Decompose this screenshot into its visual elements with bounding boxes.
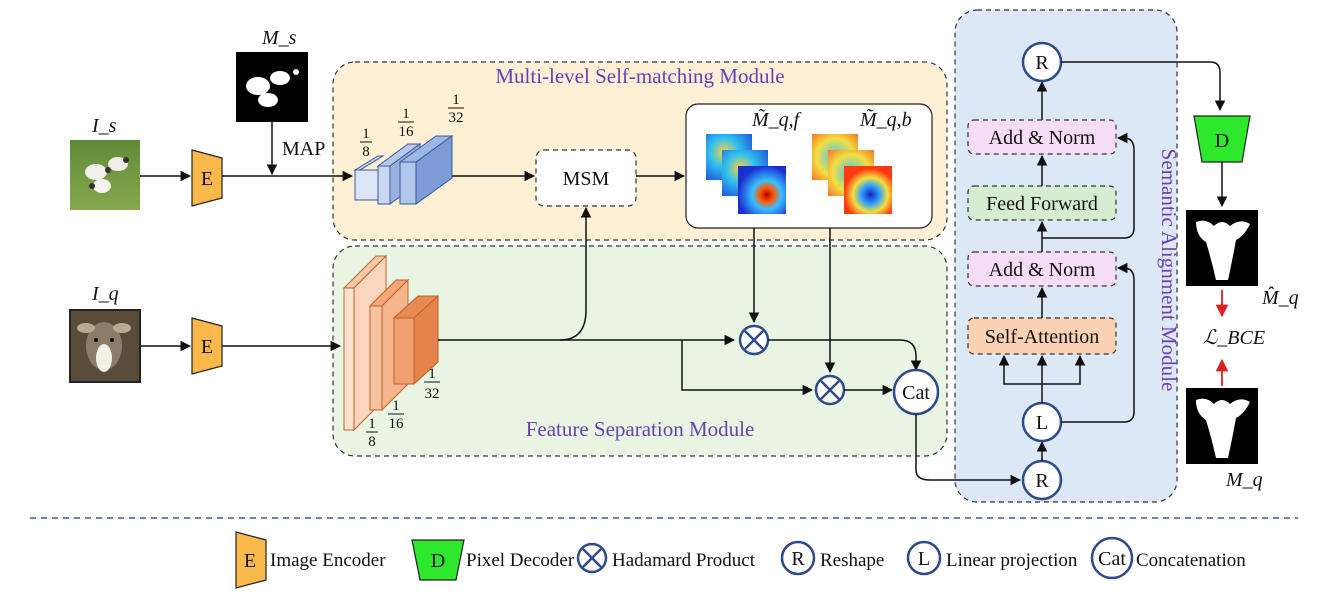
linear-node: L xyxy=(1021,401,1063,443)
support-encoder: E xyxy=(191,149,223,207)
svg-text:R: R xyxy=(791,548,805,570)
hadamard-bg xyxy=(814,374,846,406)
map-label: MAP xyxy=(282,138,325,160)
svg-text:D: D xyxy=(1215,130,1229,152)
svg-text:Add & Norm: Add & Norm xyxy=(989,259,1096,281)
svg-text:Feed Forward: Feed Forward xyxy=(986,193,1098,215)
support-image-label: I_s xyxy=(91,115,117,137)
svg-text:1: 1 xyxy=(368,416,376,432)
svg-text:Cat: Cat xyxy=(1098,548,1126,570)
svg-text:D: D xyxy=(431,550,445,572)
add-norm-top-block: Add & Norm xyxy=(967,119,1117,155)
legend-encoder-label: Image Encoder xyxy=(270,550,386,571)
background-map-label: M̃_q,b xyxy=(859,108,912,131)
legend-concat-label: Concatenation xyxy=(1136,550,1246,571)
svg-text:L: L xyxy=(918,548,930,570)
hadamard-fg xyxy=(738,324,770,356)
legend-reshape-icon: R xyxy=(780,540,816,576)
svg-text:1: 1 xyxy=(392,398,400,414)
svg-text:E: E xyxy=(201,336,213,358)
svg-text:E: E xyxy=(244,550,256,572)
svg-text:Self-Attention: Self-Attention xyxy=(985,326,1099,348)
reshape-node-bottom: R xyxy=(1021,459,1063,501)
foreground-heatmap-stack xyxy=(706,134,786,214)
support-mask-label: M_s xyxy=(261,27,297,49)
svg-text:1: 1 xyxy=(362,126,370,142)
self-attention-block: Self-Attention xyxy=(967,317,1117,355)
svg-text:32: 32 xyxy=(425,386,440,402)
legend-concat-icon: Cat xyxy=(1090,536,1134,580)
ground-truth-mask xyxy=(1186,388,1258,464)
background-heatmap-stack xyxy=(812,134,892,214)
fsm-module-title: Feature Separation Module xyxy=(526,417,755,441)
svg-text:16: 16 xyxy=(399,124,415,140)
legend-reshape-label: Reshape xyxy=(820,550,884,571)
fsm-module-box xyxy=(332,245,948,457)
query-scale-labels: 1 8 1 16 1 32 xyxy=(366,366,440,450)
concat-node: Cat xyxy=(892,368,940,416)
support-mask xyxy=(236,52,308,122)
pixel-decoder: D xyxy=(1193,115,1251,163)
svg-text:16: 16 xyxy=(389,416,405,432)
legend-decoder-label: Pixel Decoder xyxy=(466,550,575,571)
svg-text:E: E xyxy=(201,168,213,190)
svg-text:1: 1 xyxy=(452,92,460,108)
legend-encoder-icon: E xyxy=(235,531,267,589)
foreground-map-label: M̃_q,f xyxy=(751,108,802,131)
svg-text:R: R xyxy=(1035,52,1049,74)
query-feature-pyramid xyxy=(342,254,440,432)
svg-text:Cat: Cat xyxy=(902,382,930,404)
legend: E Image Encoder D Pixel Decoder Hadamard… xyxy=(235,531,1246,589)
predicted-mask-label: M̂_q xyxy=(1261,286,1299,309)
legend-hadamard-label: Hadamard Product xyxy=(612,550,756,571)
ground-truth-mask-label: M_q xyxy=(1225,469,1263,491)
support-scale-labels: 1 8 1 16 1 32 xyxy=(360,92,464,160)
legend-decoder-icon: D xyxy=(411,539,465,581)
svg-text:MSM: MSM xyxy=(563,168,610,190)
svg-text:R: R xyxy=(1035,470,1049,492)
svg-text:8: 8 xyxy=(362,144,370,160)
svg-text:32: 32 xyxy=(449,110,464,126)
msm-block: MSM xyxy=(535,149,637,207)
reshape-node-top: R xyxy=(1021,41,1063,83)
add-norm-bottom-block: Add & Norm xyxy=(967,251,1117,287)
legend-linear-icon: L xyxy=(906,540,942,576)
query-image xyxy=(69,309,141,383)
msm-module-title: Multi-level Self-matching Module xyxy=(495,64,784,88)
legend-linear-label: Linear projection xyxy=(946,550,1078,571)
legend-hadamard-icon xyxy=(576,542,608,574)
svg-text:L: L xyxy=(1036,412,1048,434)
svg-text:8: 8 xyxy=(368,434,376,450)
feed-forward-block: Feed Forward xyxy=(967,185,1117,221)
support-feature-pyramid xyxy=(353,135,454,205)
predicted-mask xyxy=(1186,210,1258,286)
query-image-label: I_q xyxy=(91,283,119,305)
svg-text:1: 1 xyxy=(402,106,410,122)
support-image xyxy=(70,140,140,210)
query-encoder: E xyxy=(191,317,223,375)
sam-module-title: Semantic Alignment Module xyxy=(1157,149,1181,392)
loss-label: ℒ_BCE xyxy=(1203,327,1265,349)
svg-text:Add & Norm: Add & Norm xyxy=(989,127,1096,149)
svg-text:1: 1 xyxy=(428,366,436,382)
